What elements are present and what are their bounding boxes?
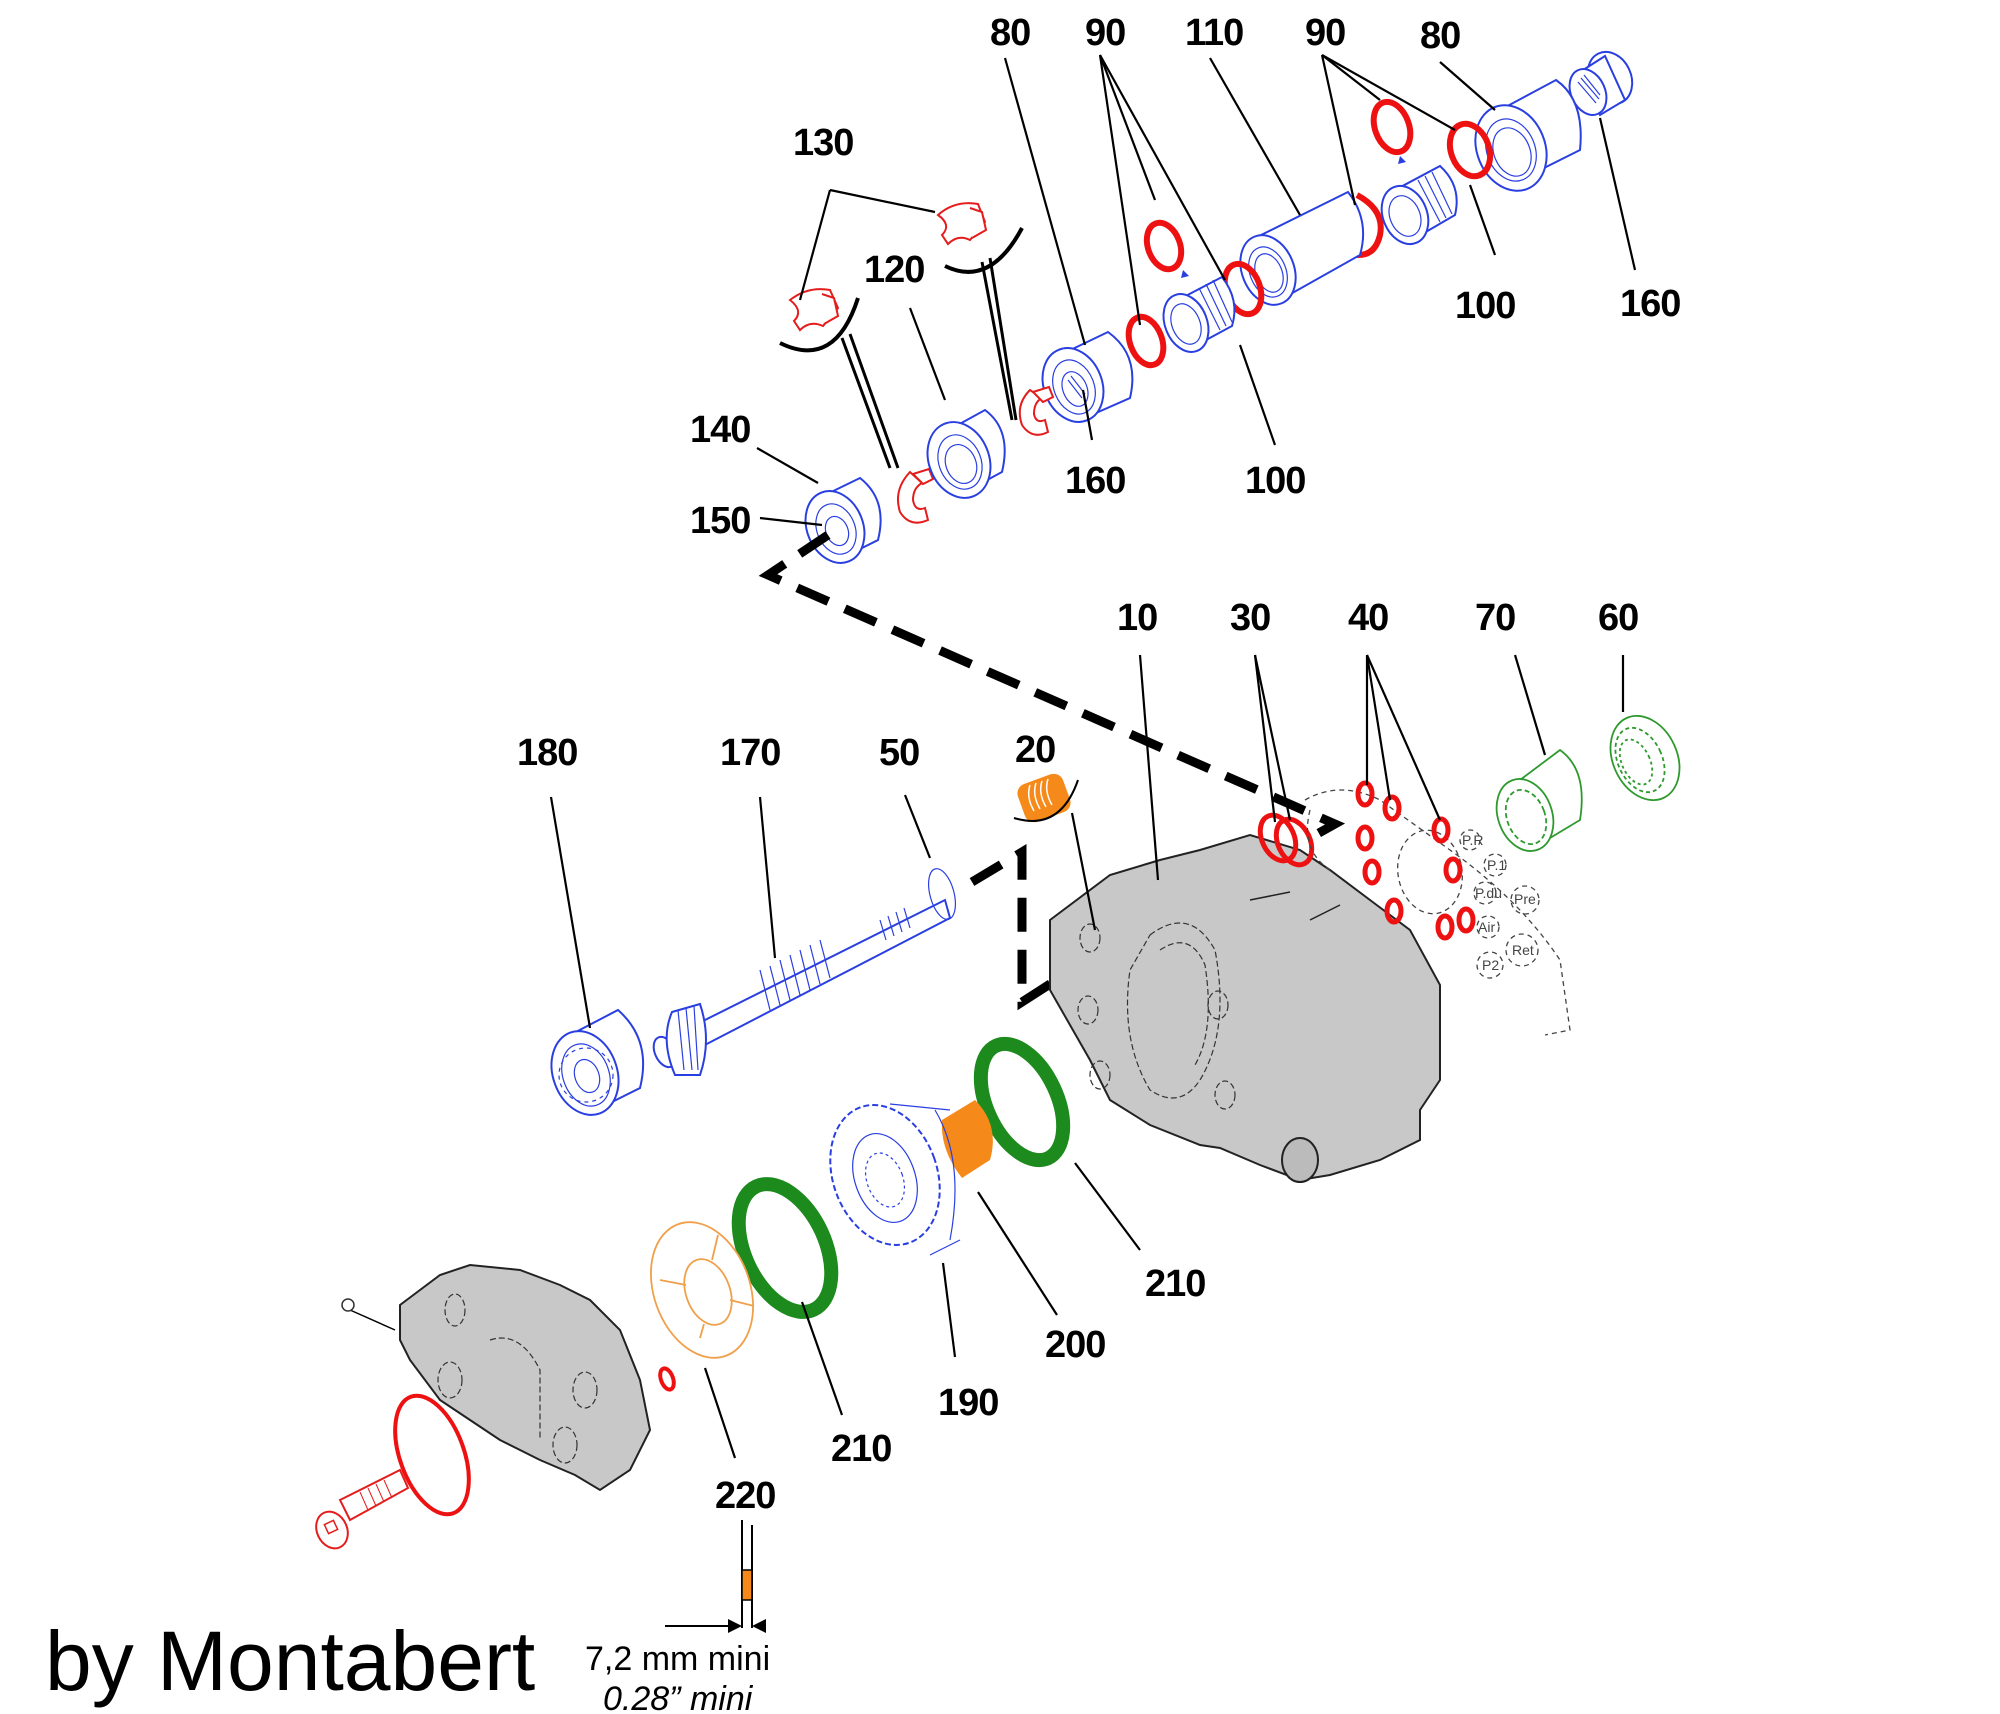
label-190: 190 — [938, 1382, 998, 1424]
label-50: 50 — [879, 732, 919, 774]
part-small-oring — [658, 1366, 676, 1392]
part-130-detail-right — [936, 202, 1024, 421]
port-marking-air: Air — [1478, 919, 1495, 935]
brand-text: by Montabert — [45, 1614, 535, 1708]
label-130: 130 — [793, 122, 853, 164]
port-marking-ret: Ret — [1512, 942, 1534, 958]
port-marking-p2: P2 — [1482, 957, 1499, 973]
part-40-seals — [1355, 780, 1476, 941]
part-110-cylinder — [1239, 190, 1365, 306]
part-190-gear — [829, 1103, 961, 1256]
label-10: 10 — [1117, 597, 1157, 639]
port-marking-p1: P.1 — [1487, 857, 1506, 873]
part-70-sleeve — [1495, 748, 1583, 852]
label-220: 220 — [715, 1475, 775, 1517]
label-210-left: 210 — [831, 1428, 891, 1470]
part-90-seals-right — [1355, 98, 1494, 259]
part-130-detail-left — [779, 288, 900, 469]
part-140-bearing — [804, 476, 882, 564]
label-140: 140 — [690, 409, 750, 451]
label-180: 180 — [517, 732, 577, 774]
part-200-bushing — [941, 1100, 993, 1178]
label-210-right: 210 — [1145, 1263, 1205, 1305]
label-90-left: 90 — [1085, 12, 1125, 54]
label-90-right: 90 — [1305, 12, 1345, 54]
part-10-housing — [1049, 833, 1441, 1183]
label-100-right: 100 — [1455, 285, 1515, 327]
label-30: 30 — [1230, 597, 1270, 639]
label-160-right: 160 — [1620, 283, 1680, 325]
part-120-bearing — [926, 408, 1006, 499]
part-210-ring-left — [731, 1177, 839, 1319]
thickness-dimension: 7,2 mm mini 0.28” mini — [585, 1520, 770, 1714]
port-marking-pr: P.R — [1462, 832, 1484, 848]
port-marking-pdu: P.du — [1475, 885, 1502, 901]
part-180-bearing — [550, 1008, 645, 1116]
label-60: 60 — [1598, 597, 1638, 639]
guide-line-top — [758, 531, 1346, 842]
dimension-imperial: 0.28” mini — [603, 1680, 754, 1714]
label-20: 20 — [1015, 729, 1055, 771]
port-marking-group: P.R P.1 P.du Air P2 Ret Pre — [1459, 829, 1540, 979]
part-130-seal-left — [897, 467, 935, 524]
part-50-snap-ring — [927, 868, 957, 920]
label-40: 40 — [1348, 597, 1388, 639]
part-220-plate — [650, 1221, 755, 1359]
part-large-oring — [393, 1393, 471, 1517]
top-valve-assembly — [779, 50, 1634, 564]
part-170-shaft — [652, 898, 952, 1076]
port-marking-pre: Pre — [1514, 891, 1536, 907]
part-80-sleeve-left — [1041, 330, 1134, 423]
part-80-sleeve-right — [1474, 78, 1582, 192]
part-20-plug — [1013, 773, 1079, 823]
part-160-needle-bearing-right — [1568, 50, 1634, 117]
label-110: 110 — [1185, 12, 1243, 54]
label-200: 200 — [1045, 1324, 1105, 1366]
part-210-ring-right — [973, 1036, 1071, 1168]
end-cover — [341, 1263, 652, 1492]
label-120: 120 — [864, 249, 924, 291]
label-70: 70 — [1475, 597, 1515, 639]
dimension-metric: 7,2 mm mini — [585, 1640, 770, 1678]
part-labels: 80 90 110 90 80 130 120 100 160 140 150 … — [517, 12, 1681, 1517]
part-60-ring — [1609, 714, 1681, 802]
label-170: 170 — [720, 732, 780, 774]
part-screw — [315, 1468, 410, 1550]
part-100-spool-left — [1162, 270, 1236, 353]
label-150: 150 — [690, 500, 750, 542]
label-100-left: 100 — [1245, 460, 1305, 502]
port-plate: P.R P.1 P.du Air P2 Ret Pre — [1304, 789, 1571, 1036]
label-80-left: 80 — [990, 12, 1030, 54]
part-130-seal-right — [1018, 385, 1055, 436]
part-100-spool-right — [1380, 156, 1458, 246]
label-160-left: 160 — [1065, 460, 1125, 502]
part-30-seals — [1257, 812, 1315, 868]
thickness-indicator — [741, 1569, 753, 1601]
label-80-right: 80 — [1420, 15, 1460, 57]
leader-lines — [549, 54, 1637, 1459]
